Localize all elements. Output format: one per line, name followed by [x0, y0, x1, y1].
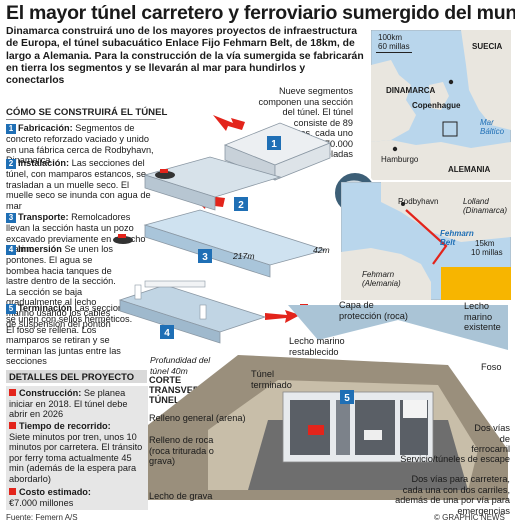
step-number: 1 — [6, 124, 16, 134]
step-title: Instalación: — [18, 158, 70, 168]
label-fehmarn-belt: Fehmarn Belt — [440, 229, 474, 247]
locator-map — [371, 30, 511, 180]
svg-text:2: 2 — [238, 200, 244, 211]
inset-map — [341, 182, 511, 300]
page-title: El mayor túnel carretero y ferroviario s… — [6, 2, 515, 24]
label-protection: Capa de protección (roca) — [339, 300, 408, 321]
label-lolland: Lolland (Dinamarca) — [463, 197, 508, 215]
step-text: Se unen los pontones. El agua se bombea … — [6, 244, 116, 329]
detail-text: Se planea iniciar en 2018. El túnel debe… — [9, 388, 128, 420]
how-heading: CÓMO SE CONSTRUIRÁ EL TÚNEL — [6, 107, 168, 118]
depth-label: Profundidad del túnel 40m — [150, 355, 211, 376]
step-number: 3 — [6, 213, 16, 223]
label-trench: Foso — [481, 362, 502, 372]
label-rodbyhavn: Rodbyhavn — [398, 197, 439, 206]
step-title: Fabricación: — [18, 123, 73, 133]
svg-text:4: 4 — [164, 328, 170, 339]
map-scale-mi: 60 millas — [378, 42, 410, 51]
dim-217m: 217m — [233, 251, 255, 261]
detail-title: Tiempo de recorrido: — [19, 421, 111, 431]
dim-42m: 42m — [313, 245, 330, 255]
label-existing-seabed: Lecho marino existente — [464, 301, 501, 332]
source-label: Fuente: Femern A/S — [6, 513, 78, 522]
label-gravel-bed: Lecho de grava — [149, 491, 213, 501]
step-text: Remolcadores llevan la sección hasta un … — [6, 212, 146, 255]
map-scale-bar — [376, 52, 412, 53]
bullet-square — [9, 488, 16, 495]
label-hamburgo: Hamburgo — [381, 155, 419, 164]
label-suecia: SUECIA — [472, 42, 503, 51]
details-heading: DETALLES DEL PROYECTO — [6, 370, 147, 383]
label-copenhague: Copenhague — [412, 101, 461, 110]
how-divider — [6, 119, 156, 120]
bullet-square — [9, 422, 16, 429]
credit-label: © GRAPHIC NEWS — [434, 513, 505, 522]
inset-scale-mi: 10 millas — [471, 248, 503, 257]
map-scale-km: 100km — [378, 33, 403, 42]
step-title: Terminación — [18, 303, 72, 313]
step-number: 5 — [6, 304, 16, 314]
detail-text: Siete minutos por tren, unos 10 minutos … — [9, 431, 143, 484]
svg-text:5: 5 — [344, 393, 350, 404]
svg-text:3: 3 — [202, 252, 208, 263]
step-text: Segmentos de concreto reforzado vaciado … — [6, 123, 154, 166]
label-alemania: ALEMANIA — [448, 165, 491, 174]
step-number: 2 — [6, 159, 16, 169]
detail-title: Costo estimado: — [19, 487, 91, 497]
step-title: Transporte: — [18, 212, 69, 222]
step-title: Inmersión — [18, 244, 62, 254]
bullet-square — [9, 389, 16, 396]
label-rock-fill: Relleno de roca (roca triturada o grava) — [149, 435, 214, 466]
label-dinamarca: DINAMARCA — [386, 86, 436, 95]
svg-text:1: 1 — [271, 139, 277, 150]
intro-text: Dinamarca construirá uno de los mayores … — [6, 26, 364, 87]
label-mar-baltico: Mar Báltico — [480, 118, 505, 136]
label-fehmarn: Fehmarn (Alemania) — [362, 270, 401, 288]
step-text: Las secciones se unen con sellos herméti… — [6, 303, 133, 367]
inset-scale-km: 15km — [475, 239, 495, 248]
detail-travel-time: Tiempo de recorrido:Siete minutos por tr… — [6, 419, 148, 487]
process-illustration: 1 2 3 4 — [113, 115, 332, 344]
label-road: Dos vías para carretera, cada una con do… — [395, 474, 510, 516]
cross-section-illustration: 5 — [148, 305, 508, 500]
label-service: Servicio/túneles de escape — [400, 454, 510, 464]
detail-cost: Costo estimado:€7.000 millones — [6, 485, 148, 511]
label-rail: Dos vías de ferrocarril — [471, 423, 510, 454]
step-number: 4 — [6, 245, 16, 255]
label-finished: Túnel terminado — [251, 369, 292, 390]
detail-construction: Construcción: Se planea iniciar en 2018.… — [6, 386, 148, 422]
label-general-fill: Relleno general (arena) — [149, 413, 246, 423]
step-text: Las secciones del túnel, con mamparos es… — [6, 158, 151, 211]
label-seabed-restored: Lecho marino restablecido — [289, 336, 345, 357]
detail-text: €7.000 millones — [9, 497, 74, 508]
detail-title: Construcción: — [19, 388, 82, 398]
